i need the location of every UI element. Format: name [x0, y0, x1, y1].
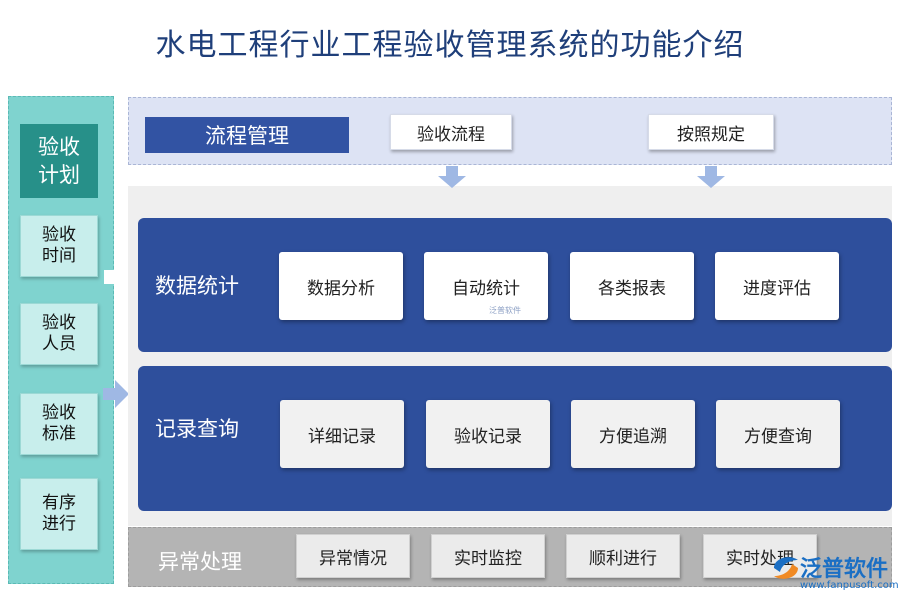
flow-management-title: 流程管理	[145, 117, 349, 153]
records-item-queryable: 方便查询	[716, 400, 840, 468]
flow-item-acceptance-process: 验收流程	[390, 114, 512, 150]
page-title: 水电工程行业工程验收管理系统的功能介绍	[155, 28, 745, 63]
stats-item-data-analysis: 数据分析	[279, 252, 403, 320]
right-arrow-icon	[103, 380, 129, 408]
records-query-title: 记录查询	[155, 417, 239, 441]
left-item-label: 有序 进行	[42, 493, 76, 534]
records-item-detailed: 详细记录	[280, 400, 404, 468]
stats-item-progress-evaluation: 进度评估	[715, 252, 839, 320]
data-statistics-title: 数据统计	[155, 274, 239, 298]
left-item-label: 验收 时间	[42, 225, 76, 266]
left-item-standard: 验收 标准	[20, 393, 98, 455]
watermark-small: 泛普软件	[489, 306, 521, 315]
acceptance-plan-label: 验收 计划	[38, 135, 80, 187]
left-item-personnel: 验收 人员	[20, 303, 98, 365]
brand-logo: 泛普软件 www.fanpusoft.com	[770, 550, 899, 596]
exception-item-monitoring: 实时监控	[431, 534, 545, 578]
down-arrow-icon	[697, 166, 725, 188]
records-item-traceable: 方便追溯	[571, 400, 695, 468]
exception-item-realtime: 实时处理	[703, 534, 817, 578]
exception-item-smooth: 顺利进行	[566, 534, 680, 578]
stats-item-reports: 各类报表	[570, 252, 694, 320]
logo-brand-text: 泛普软件	[800, 557, 889, 582]
flow-item-as-required: 按照规定	[648, 114, 774, 150]
connector-tab	[104, 270, 114, 284]
left-item-orderly: 有序 进行	[20, 478, 98, 550]
records-item-acceptance: 验收记录	[426, 400, 550, 468]
stats-item-auto-statistics: 自动统计	[424, 252, 548, 320]
exception-item-abnormal: 异常情况	[296, 534, 410, 578]
logo-url-text: www.fanpusoft.com	[800, 580, 899, 591]
exception-handling-title: 异常处理	[158, 550, 242, 574]
acceptance-plan-box: 验收 计划	[20, 124, 98, 198]
left-item-label: 验收 人员	[42, 313, 76, 354]
logo-mark-icon	[774, 557, 798, 579]
left-item-label: 验收 标准	[42, 403, 76, 444]
down-arrow-icon	[438, 166, 466, 188]
left-item-time: 验收 时间	[20, 215, 98, 277]
